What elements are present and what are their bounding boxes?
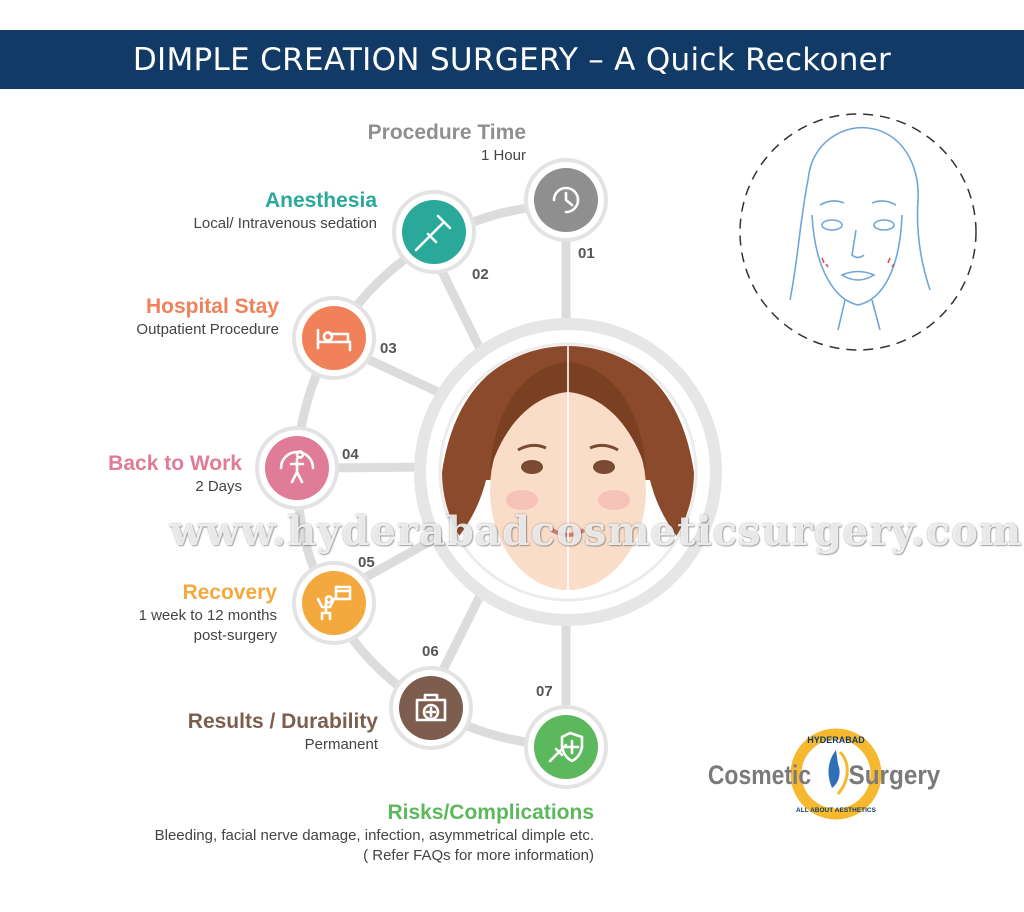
step-01-detail: 1 Hour: [480, 147, 526, 164]
step-05-icon-node: [292, 561, 376, 645]
step-02-detail: Local/ Intravenous sedation: [193, 215, 377, 232]
step-04-detail: 2 Days: [195, 478, 242, 495]
page-title: DIMPLE CREATION SURGERY – A Quick Reckon…: [132, 41, 892, 78]
center-face-illustration: [414, 318, 722, 626]
step-03-icon-node: [292, 296, 376, 380]
hospital-bed-icon: [316, 328, 352, 352]
step-02-icon-node: [392, 190, 476, 274]
logo-top-text: HYDERABAD: [807, 735, 865, 745]
step-06-label: Results / Durability Permanent: [120, 709, 378, 755]
step-01-number: 01: [578, 245, 595, 262]
step-icons: [255, 158, 608, 789]
logo-bottom-text: ALL ABOUT AESTHETICS: [796, 807, 877, 814]
step-03-label: Hospital Stay Outpatient Procedure: [90, 294, 279, 340]
step-03-title: Hospital Stay: [145, 295, 279, 318]
logo-left-word: Cosmetic: [708, 760, 811, 790]
step-03-number: 03: [380, 340, 397, 357]
step-07-label: Risks/Complications Bleeding, facial ner…: [70, 800, 594, 866]
website-watermark: www.hyderabadcosmeticsurgery.com: [170, 508, 1023, 555]
step-06-detail: Permanent: [304, 736, 378, 753]
step-05-title: Recovery: [182, 581, 277, 604]
step-05-detail-line-1: 1 week to 12 months: [138, 607, 277, 624]
step-05-detail-line-2: post-surgery: [193, 627, 277, 644]
step-06-number: 06: [422, 643, 439, 660]
syringe-shield-icon: [548, 731, 584, 763]
step-02-label: Anesthesia Local/ Intravenous sedation: [120, 188, 377, 234]
clock-icon: [552, 186, 580, 214]
step-07-title: Risks/Complications: [387, 801, 594, 824]
step-03-detail: Outpatient Procedure: [136, 321, 279, 338]
step-01-label: Procedure Time 1 Hour: [330, 120, 526, 166]
step-04-number: 04: [342, 446, 359, 463]
calendar-person-icon: [316, 585, 352, 621]
person-walking-icon: [279, 450, 315, 484]
step-05-number: 05: [358, 554, 375, 571]
step-04-icon-node: [255, 426, 339, 510]
step-01-icon-node: [524, 158, 608, 242]
syringe-icon: [414, 214, 452, 252]
step-06-icon-node: [389, 666, 473, 750]
step-07-detail-line-2: ( Refer FAQs for more information): [363, 847, 594, 864]
step-07-icon-node: [524, 705, 608, 789]
step-02-number: 02: [472, 266, 489, 283]
step-05-label: Recovery 1 week to 12 months post-surger…: [90, 580, 277, 646]
logo-right-word: Surgery: [849, 761, 940, 790]
step-07-number: 07: [536, 683, 553, 700]
step-02-title: Anesthesia: [264, 189, 377, 212]
hyderabad-cosmetic-surgery-logo: Cosmetic Surgery HYDERABAD ALL ABOUT AES…: [708, 728, 940, 820]
step-04-label: Back to Work 2 Days: [60, 451, 242, 497]
step-06-title: Results / Durability: [187, 710, 378, 733]
step-01-title: Procedure Time: [367, 121, 526, 144]
step-04-title: Back to Work: [108, 452, 242, 475]
sketch-face-illustration: [739, 113, 977, 351]
title-banner: DIMPLE CREATION SURGERY – A Quick Reckon…: [0, 30, 1024, 89]
first-aid-kit-icon: [415, 693, 447, 722]
step-07-detail-line-1: Bleeding, facial nerve damage, infection…: [154, 827, 594, 844]
